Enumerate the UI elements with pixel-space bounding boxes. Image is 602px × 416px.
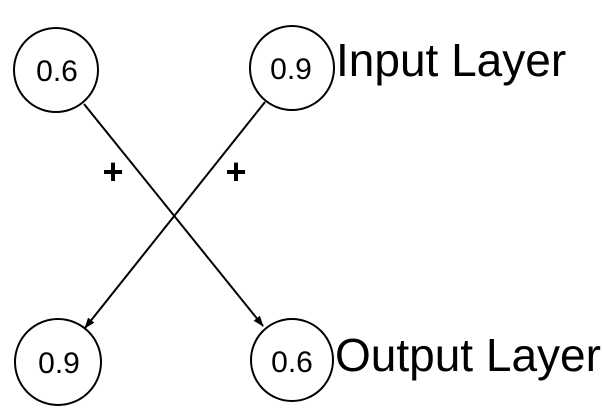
input-node-2-circle	[249, 25, 335, 111]
edge-plus-label-right: +	[225, 151, 246, 192]
output-node-1-circle	[14, 318, 102, 406]
output-node-2-value: 0.6	[271, 346, 313, 379]
input-node-1-circle	[13, 27, 99, 113]
output-node-2-circle	[250, 318, 334, 402]
input-node-1-value: 0.6	[36, 55, 78, 88]
output-node-1-value: 0.9	[38, 347, 80, 380]
input-node-2-value: 0.9	[270, 53, 312, 86]
input-layer-label: Input Layer	[336, 34, 566, 86]
edge-input2-to-output1	[84, 101, 266, 329]
output-layer-label: Output Layer	[335, 329, 601, 381]
edge-plus-label-left: +	[102, 151, 123, 192]
edge-input1-to-output2	[83, 103, 264, 327]
